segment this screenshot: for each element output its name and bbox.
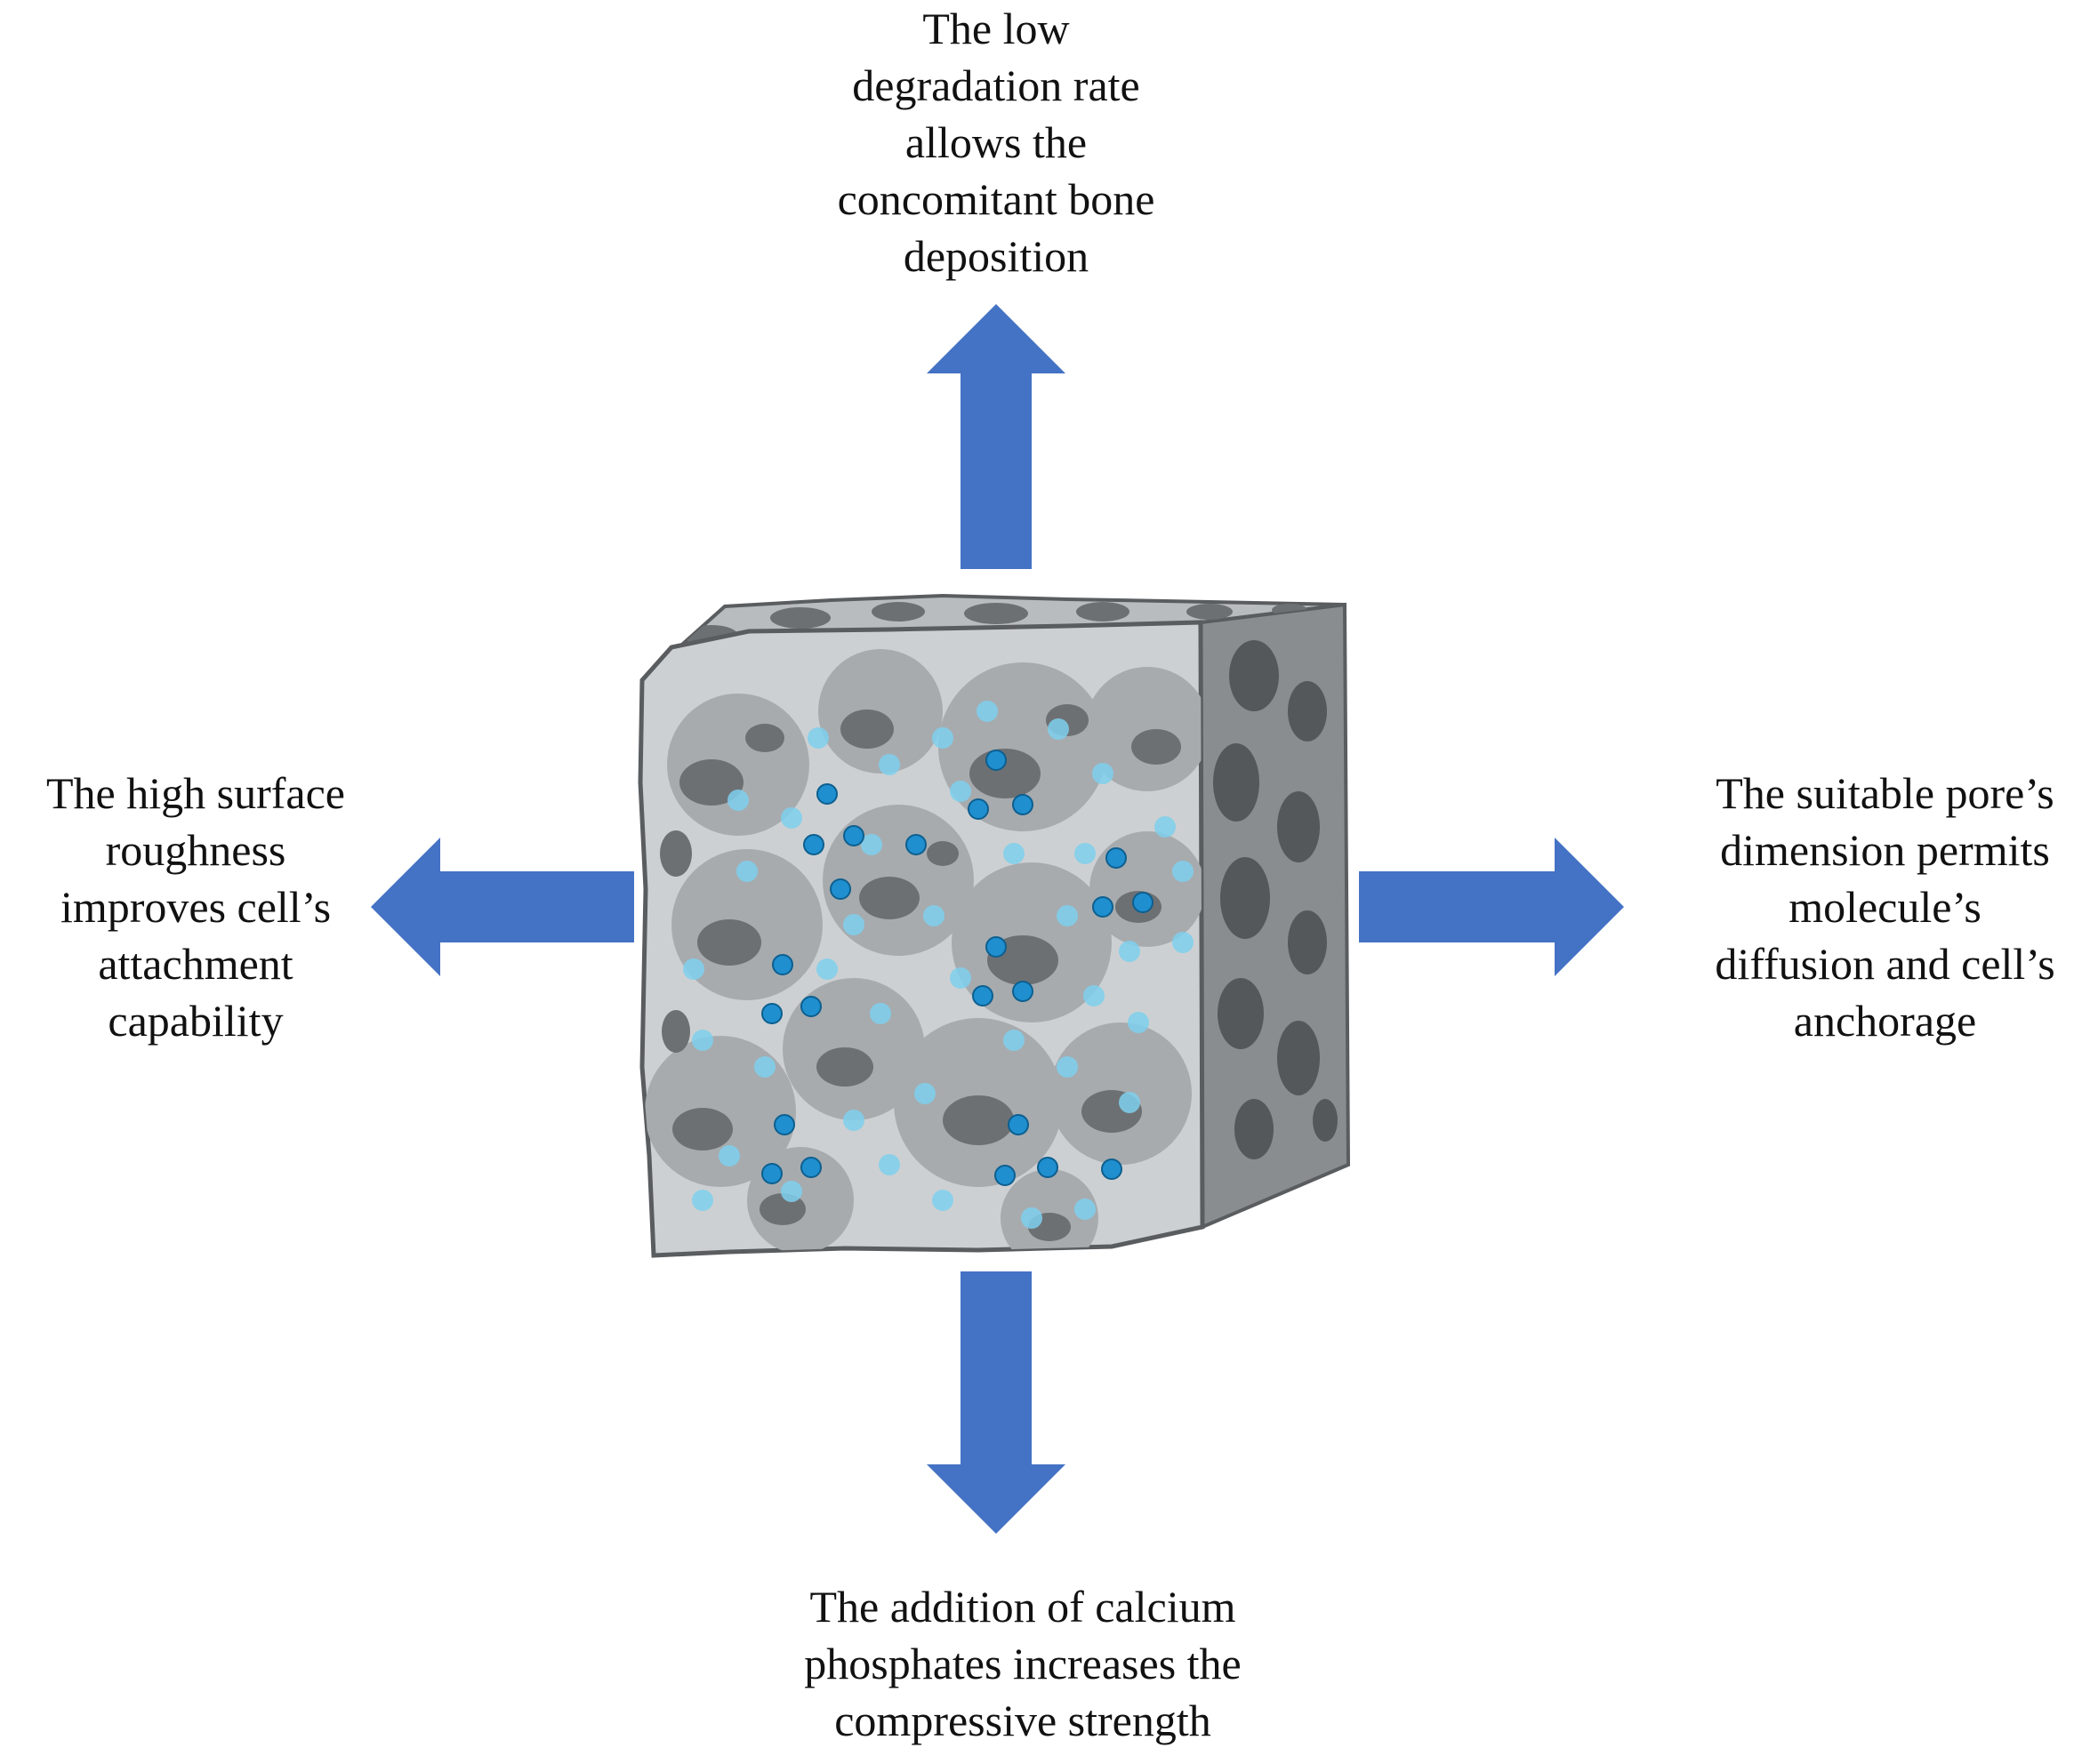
arrow-up: [927, 304, 1065, 569]
label-line: compressive strength: [834, 1696, 1211, 1745]
label-line: dimension permits: [1720, 825, 2050, 875]
label-line: allows the: [904, 117, 1088, 167]
label-calcium-phosphates: The addition of calcium phosphates incre…: [711, 1578, 1334, 1749]
arrow-left: [371, 838, 634, 976]
label-line: phosphates increases the: [804, 1639, 1242, 1688]
label-line: anchorage: [1793, 996, 1977, 1046]
label-line: molecule’s: [1789, 882, 1981, 932]
label-line: improves cell’s: [60, 882, 332, 932]
arrow-down: [927, 1271, 1065, 1534]
label-line: roughness: [105, 825, 286, 875]
arrow-right: [1359, 838, 1624, 976]
label-line: deposition: [903, 231, 1089, 281]
label-line: The high surface: [46, 768, 345, 818]
label-line: The addition of calcium: [809, 1582, 1236, 1632]
label-line: attachment: [98, 939, 293, 989]
label-line: diffusion and cell’s: [1715, 939, 2055, 989]
label-surface-roughness: The high surface roughness improves cell…: [0, 765, 391, 1049]
label-degradation-rate: The low degradation rate allows the conc…: [774, 0, 1218, 285]
label-line: concomitant bone: [837, 174, 1155, 224]
label-line: The suitable pore’s: [1716, 768, 2054, 818]
label-line: The low: [922, 4, 1070, 53]
calcium-phosphate-particles: [683, 701, 1194, 1229]
label-line: degradation rate: [852, 60, 1140, 110]
label-line: capability: [108, 996, 284, 1046]
label-pore-dimension: The suitable pore’s dimension permits mo…: [1672, 765, 2098, 1049]
porous-scaffold-cube-icon: [638, 593, 1351, 1258]
